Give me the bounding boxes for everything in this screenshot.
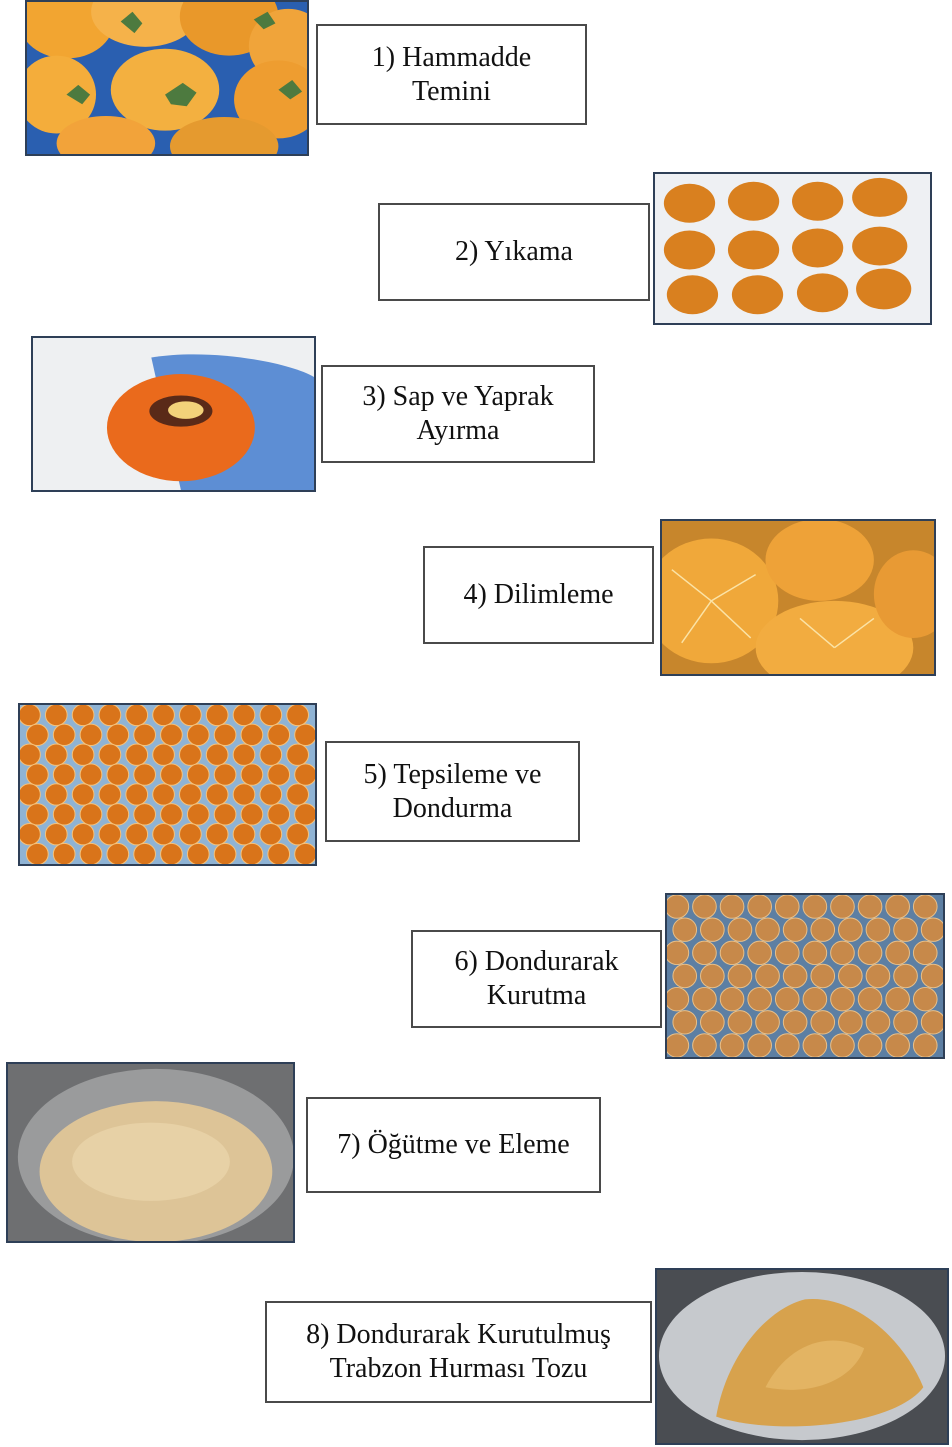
step-6-label: 6) Dondurarak Kurutma: [411, 930, 662, 1028]
step-2-label: 2) Yıkama: [378, 203, 650, 301]
freeze-dried-slices-photo: [665, 893, 945, 1059]
step-4-label: 4) Dilimleme: [423, 546, 654, 644]
step-1-label: 1) Hammadde Temini: [316, 24, 587, 125]
step-7-label: 7) Öğütme ve Eleme: [306, 1097, 601, 1193]
stem-removal-photo: [31, 336, 316, 492]
ground-powder-photo: [6, 1062, 295, 1243]
washed-persimmons-photo: [653, 172, 932, 325]
step-5-label: 5) Tepsileme ve Dondurma: [325, 741, 580, 842]
final-powder-photo: [655, 1268, 949, 1445]
whole-persimmons-photo: [25, 0, 309, 156]
sliced-persimmon-photo: [660, 519, 936, 676]
tray-slices-photo: [18, 703, 317, 866]
step-3-label: 3) Sap ve Yaprak Ayırma: [321, 365, 595, 463]
step-8-label: 8) Dondurarak Kurutulmuş Trabzon Hurması…: [265, 1301, 652, 1403]
